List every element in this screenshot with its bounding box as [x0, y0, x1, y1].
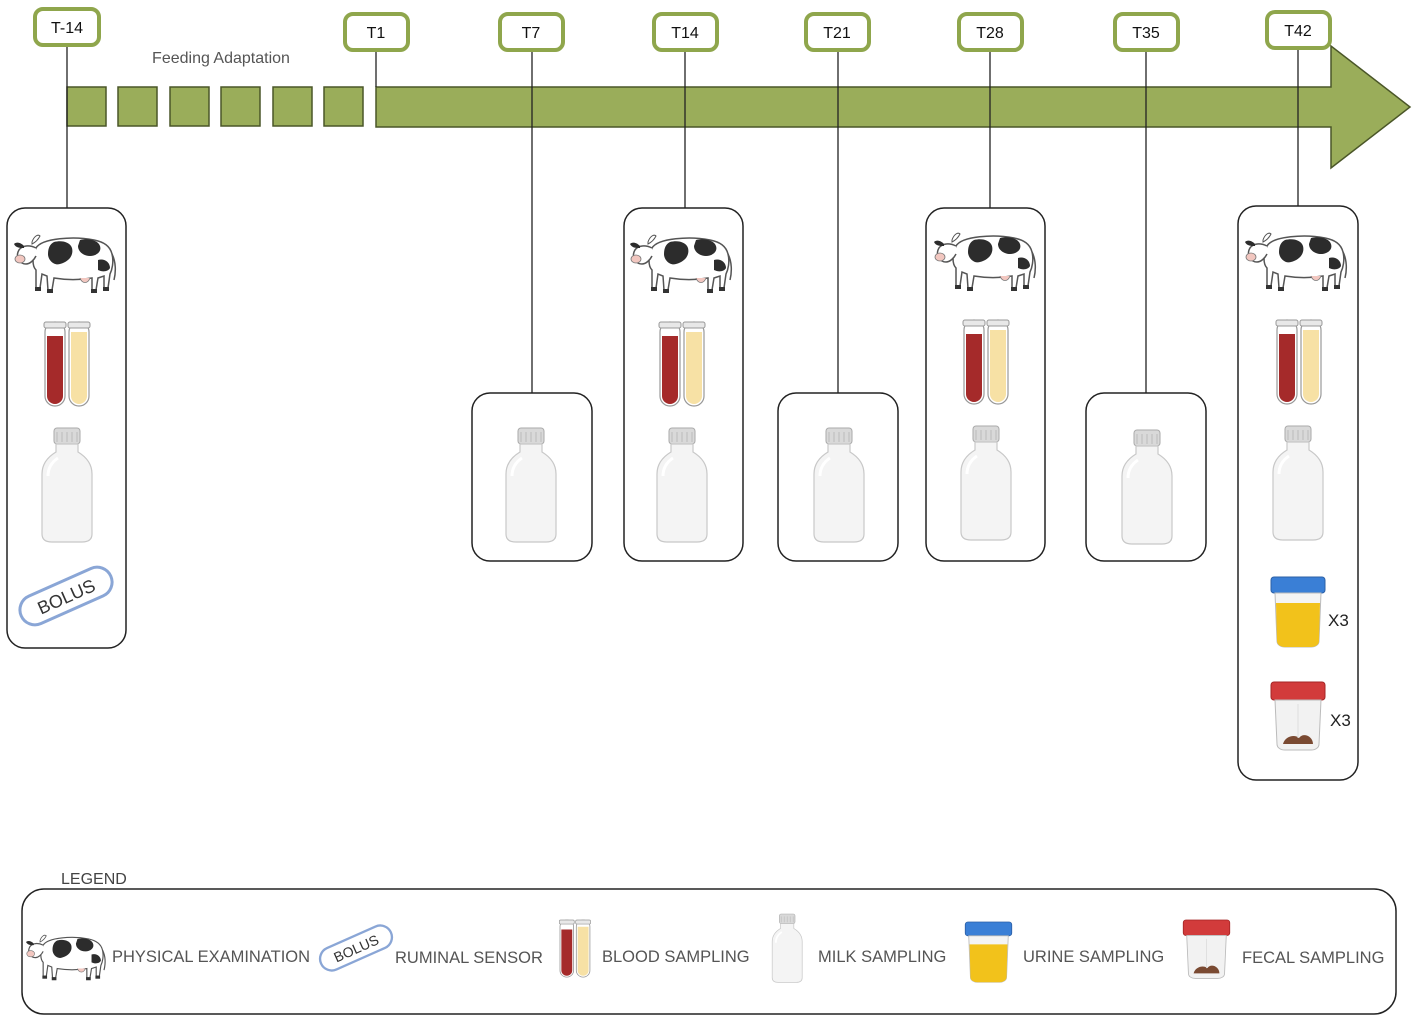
sample-box-t21	[777, 392, 899, 562]
time-label: T1	[367, 25, 386, 42]
time-label: T35	[1132, 25, 1160, 42]
urine-cup-icon	[1270, 576, 1326, 648]
time-tag-t1: T1	[343, 12, 410, 52]
legend-label: FECAL SAMPLING	[1242, 949, 1384, 967]
sample-box-tm14: BOLUS	[6, 207, 127, 649]
legend-label: RUMINAL SENSOR	[395, 949, 543, 967]
timeline-connectors	[66, 44, 1299, 393]
legend-item-blood-sampling: BLOOD SAMPLING	[558, 919, 750, 978]
time-tag-t7: T7	[498, 12, 565, 52]
time-tag-t28: T28	[957, 12, 1024, 52]
time-tag-t42: T42	[1265, 10, 1332, 50]
time-label: T7	[522, 25, 541, 42]
time-tag-tm14: T-14	[33, 7, 101, 47]
time-label: T28	[976, 25, 1004, 42]
fecal-cup-icon	[1182, 919, 1231, 979]
time-label: T14	[671, 25, 699, 42]
legend-item-urine-sampling: URINE SAMPLING	[964, 921, 1164, 983]
time-label: T42	[1284, 23, 1312, 40]
legend-label: URINE SAMPLING	[1023, 948, 1164, 966]
legend-label: BLOOD SAMPLING	[602, 948, 750, 966]
feeding-adaptation-label: Feeding Adaptation	[152, 50, 290, 67]
legend-label: MILK SAMPLING	[818, 948, 946, 966]
sample-box-t35	[1085, 392, 1207, 562]
legend-item-fecal-sampling: FECAL SAMPLING	[1182, 919, 1384, 979]
urine-cup-icon	[964, 921, 1013, 983]
legend-box	[21, 888, 1397, 1015]
sample-box-t7	[471, 392, 593, 562]
timeline-arrow	[66, 44, 1412, 170]
feeding-adaptation-dashes	[66, 86, 364, 127]
arrow-body	[375, 44, 1412, 170]
time-label: T21	[823, 25, 851, 42]
legend-title: LEGEND	[61, 871, 127, 888]
time-tag-t35: T35	[1113, 12, 1180, 52]
sample-box-t28	[925, 207, 1046, 562]
time-label: T-14	[51, 20, 83, 37]
fecal-cup-icon	[1270, 681, 1326, 751]
legend: LEGEND PHYSICAL EXAMINATION BOLUS RUMINA…	[21, 871, 1397, 1015]
legend-item-milk-sampling: MILK SAMPLING	[771, 913, 946, 984]
urine-multiplier: X3	[1328, 611, 1349, 630]
sample-box-t42: X3 X3	[1237, 205, 1359, 781]
sample-box-t14	[623, 207, 744, 562]
time-tag-t21: T21	[804, 12, 871, 52]
legend-label: PHYSICAL EXAMINATION	[112, 948, 310, 966]
legend-item-physical-examination: PHYSICAL EXAMINATION	[25, 934, 310, 981]
fecal-multiplier: X3	[1330, 711, 1351, 730]
time-tag-t14: T14	[652, 12, 719, 52]
